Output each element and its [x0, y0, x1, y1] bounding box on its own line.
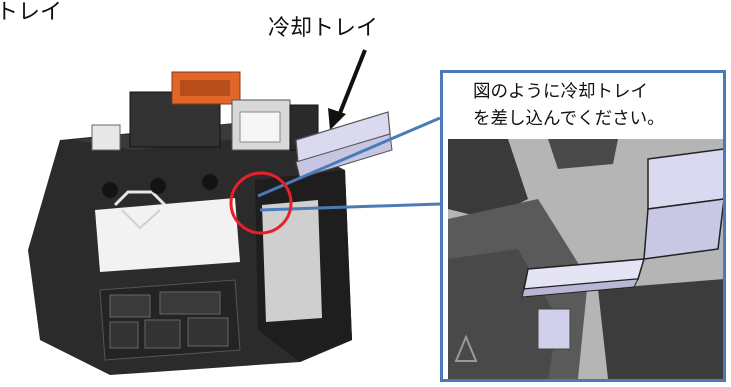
red-circle-icon	[229, 171, 293, 235]
corner-label: トレイ	[0, 0, 63, 25]
arrow-down-left-icon	[328, 49, 367, 130]
cooling-tray-label: 冷却トレイ	[268, 16, 379, 41]
cooling-tray	[295, 111, 393, 179]
callout-instruction: 図のように冷却トレイ を差し込んでください。	[473, 82, 665, 129]
tray-detail-closeup	[448, 139, 723, 379]
splicer-body	[28, 71, 352, 375]
callout-box: 図のように冷却トレイ を差し込んでください。	[440, 70, 726, 382]
